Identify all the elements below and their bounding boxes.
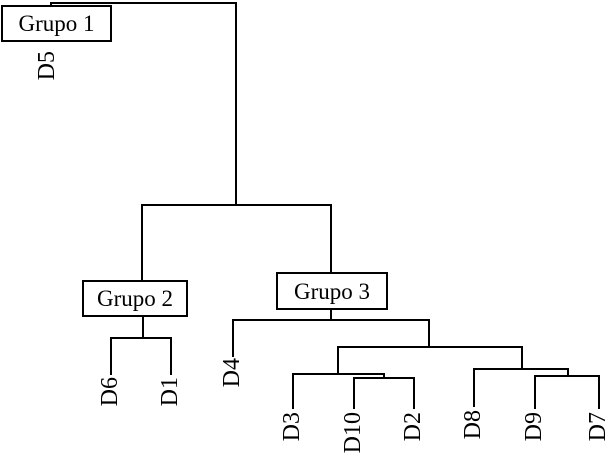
dendrogram-line <box>232 319 234 357</box>
dendrogram-line <box>235 2 237 206</box>
dendrogram-line <box>428 319 430 348</box>
dendrogram-line <box>534 375 600 377</box>
group-box-grupo-1: Grupo 1 <box>1 5 112 42</box>
dendrogram-line <box>50 2 237 4</box>
dendrogram-line <box>292 373 385 375</box>
dendrogram-line <box>292 373 294 409</box>
dendrogram-line <box>110 337 112 375</box>
leaf-label-d7: D7 <box>585 412 608 442</box>
dendrogram-line <box>110 337 172 339</box>
leaf-label-d6: D6 <box>97 377 123 407</box>
leaf-label-d5: D5 <box>34 51 60 81</box>
group-label-grupo-1: Grupo 1 <box>18 11 95 36</box>
dendrogram-line <box>383 373 385 379</box>
dendrogram-line <box>521 346 523 370</box>
dendrogram-line <box>330 310 332 321</box>
group-label-grupo-3: Grupo 3 <box>293 278 371 304</box>
dendrogram-line <box>598 375 600 409</box>
dendrogram-line <box>232 319 430 321</box>
dendrogram-line <box>141 204 332 206</box>
dendrogram-line <box>337 346 523 348</box>
dendrogram-line <box>141 204 143 282</box>
leaf-label-d1: D1 <box>157 377 183 407</box>
dendrogram-line <box>330 204 332 274</box>
dendrogram-line <box>170 337 172 375</box>
dendrogram-line <box>353 377 415 379</box>
dendrogram-line <box>337 346 339 375</box>
group-box-grupo-3: Grupo 3 <box>276 272 388 310</box>
group-box-grupo-2: Grupo 2 <box>82 280 188 317</box>
dendrogram-line <box>473 368 475 407</box>
dendrogram-line <box>50 2 52 8</box>
leaf-label-d4: D4 <box>219 358 245 388</box>
leaf-label-d2: D2 <box>400 412 426 442</box>
dendrogram-line <box>413 377 415 409</box>
group-label-grupo-2: Grupo 2 <box>96 286 174 311</box>
dendrogram-line <box>534 375 536 409</box>
dendrogram-line <box>353 377 355 409</box>
leaf-label-d8: D8 <box>460 410 486 440</box>
dendrogram-line <box>473 368 569 370</box>
dendrogram-line <box>142 317 144 339</box>
leaf-label-d3: D3 <box>279 412 305 442</box>
leaf-label-d9: D9 <box>521 412 547 442</box>
leaf-label-d10: D10 <box>340 412 366 454</box>
dendrogram-line <box>567 368 569 377</box>
